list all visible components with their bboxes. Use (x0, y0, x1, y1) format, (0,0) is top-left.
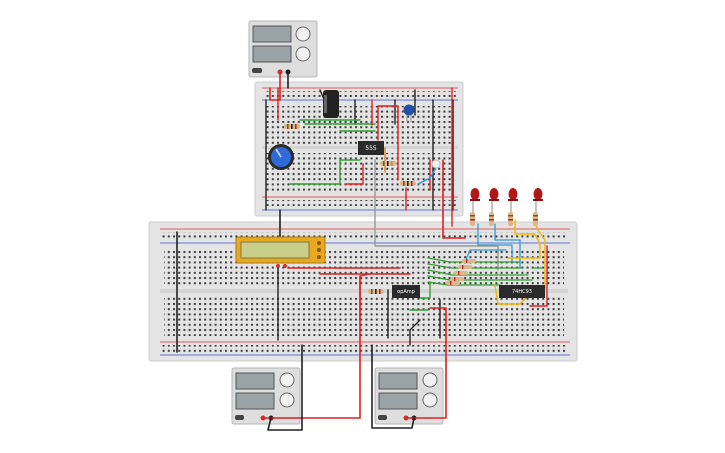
counter-ic[interactable]: 74HC93 (499, 285, 545, 298)
diode-icon[interactable] (431, 159, 441, 169)
potentiometer-icon[interactable] (268, 144, 294, 170)
timer-ic-label: 555 (365, 145, 377, 152)
wire-black-supply-right[interactable] (371, 344, 415, 429)
wire-blue-main[interactable] (464, 249, 507, 263)
wire-red-counter[interactable] (529, 245, 548, 307)
led-icon[interactable] (508, 188, 518, 226)
resistor-icon[interactable] (400, 181, 416, 186)
wire-red-led-feed[interactable] (442, 159, 466, 239)
resistor-icon[interactable] (284, 124, 300, 129)
resistor-icon[interactable] (368, 289, 384, 294)
timer-ic[interactable]: 555 (358, 141, 384, 155)
wire-red-c[interactable] (405, 159, 431, 211)
wire-yellow-led-a[interactable] (507, 219, 541, 259)
wire-red-lcd[interactable] (287, 267, 411, 275)
wire-black-main-c[interactable] (409, 319, 421, 346)
led-icon[interactable] (489, 188, 499, 226)
wire-black-supply-left[interactable] (267, 344, 303, 431)
wire-green-opamp[interactable] (409, 281, 431, 311)
resistor-icon[interactable] (380, 161, 396, 166)
wire-red-supply-right[interactable] (405, 307, 447, 419)
opamp-ic[interactable]: opAmp (392, 285, 420, 298)
capacitor-icon[interactable] (323, 90, 339, 118)
power-supply-bottom-left[interactable] (231, 367, 301, 425)
wire-blue-top[interactable] (417, 167, 437, 185)
opamp-ic-label: opAmp (397, 289, 415, 295)
wire-red-b[interactable] (377, 105, 399, 181)
wire-green-pot[interactable] (289, 159, 361, 185)
resistor-ladder[interactable] (446, 259, 476, 285)
wire-blue-led-a[interactable] (477, 223, 513, 263)
led-icon[interactable] (470, 188, 480, 226)
wire-red-555[interactable] (344, 99, 373, 185)
power-supply-bottom-right[interactable] (374, 367, 444, 425)
wire-gray-clock[interactable] (374, 159, 499, 271)
wires (176, 71, 548, 431)
wire-green-bundle[interactable] (427, 257, 533, 286)
wire-red-supply-top[interactable] (269, 71, 281, 101)
led-icon[interactable] (533, 188, 543, 226)
wire-blue-led-b[interactable] (494, 223, 521, 269)
lcd-display[interactable] (235, 236, 326, 268)
counter-ic-label: 74HC93 (512, 289, 532, 295)
wire-green-top[interactable] (299, 119, 376, 132)
wire-yellow-loop[interactable] (494, 284, 529, 305)
wire-red-supply-left[interactable] (262, 275, 361, 419)
power-supply-top[interactable] (248, 20, 318, 78)
ceramic-capacitor-icon[interactable] (403, 104, 415, 123)
